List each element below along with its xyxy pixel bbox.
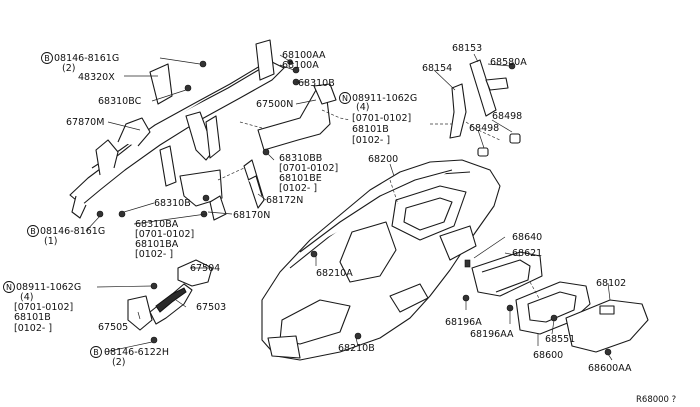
label-67505: 67505 (98, 322, 128, 333)
callout-n-right: N (339, 92, 351, 104)
bracket-68153 (469, 59, 509, 117)
callout-n-letter: N (342, 94, 348, 103)
bracket-67504 (177, 259, 213, 287)
bracket-67505 (127, 295, 153, 331)
callout-b-top: B (41, 52, 53, 64)
part-labels: 08146-8161G (2) 48320X 68310BC 67870M 68… (14, 43, 676, 405)
label-68172N: 68172N (266, 195, 303, 206)
label-date-open-right: [0102- ] (352, 135, 390, 146)
fasteners (96, 59, 612, 356)
label-08911-1062G-left: 08911-1062G (16, 282, 81, 293)
label-date-open-left: [0102- ] (135, 249, 173, 260)
bracket-68154 (449, 83, 467, 139)
label-68196A: 68196A (445, 317, 482, 328)
label-68310BB: 68310BB (279, 153, 322, 164)
label-68196AA: 68196AA (470, 329, 514, 340)
label-date-open-mid: [0102- ] (279, 183, 317, 194)
label-68580A: 68580A (490, 57, 527, 68)
callout-n-left: N (3, 281, 15, 293)
label-qty-1-left: (1) (44, 236, 57, 247)
label-67504: 67504 (190, 263, 220, 274)
label-68210B: 68210B (338, 343, 375, 354)
label-48320X: 48320X (78, 72, 115, 83)
cross-member-67870M (69, 39, 285, 221)
label-qty-2-top: (2) (62, 63, 75, 74)
label-date-range-left: [0701-0102] (135, 229, 194, 240)
label-08146-8161G-left: 08146-8161G (40, 226, 105, 237)
label-68600AA: 68600AA (588, 363, 632, 374)
label-68310BC: 68310BC (98, 96, 142, 107)
label-08146-6122H: 08146-6122H (104, 347, 169, 358)
label-reference-code: R68000 ? (636, 395, 676, 405)
label-date-range-right: [0701-0102] (352, 113, 411, 124)
label-date-range-bl: [0701-0102] (14, 302, 73, 313)
label-68100A: 68100A (282, 60, 319, 71)
label-date-range-mid: [0701-0102] (279, 163, 338, 174)
bracket-67503 (149, 283, 193, 325)
label-68154: 68154 (422, 63, 452, 74)
dashed-lines (217, 109, 541, 301)
label-68551: 68551 (545, 334, 575, 345)
callout-b-bottom: B (90, 346, 102, 358)
label-68310B-top: 68310B (298, 78, 335, 89)
bracket-68172N (243, 159, 265, 209)
label-68600: 68600 (533, 350, 563, 361)
label-68170N: 68170N (233, 210, 270, 221)
label-68101BE: 68101BE (279, 173, 322, 184)
label-67500N: 67500N (256, 99, 293, 110)
label-08911-1062G-right: 08911-1062G (352, 93, 417, 104)
callout-b-letter: B (44, 54, 50, 63)
label-68101BA: 68101BA (135, 239, 179, 250)
label-68498-a: 68498 (492, 111, 522, 122)
label-68640: 68640 (512, 232, 542, 243)
label-68210A: 68210A (316, 268, 353, 279)
label-68102: 68102 (596, 278, 626, 289)
instrument-panel-68200 (261, 159, 501, 361)
leader-lines (85, 53, 613, 361)
label-qty-4-right: (4) (356, 102, 369, 113)
label-67503: 67503 (196, 302, 226, 313)
label-68101B-right: 68101B (352, 124, 389, 135)
label-68310BA: 68310BA (135, 219, 179, 230)
label-68200: 68200 (368, 154, 398, 165)
label-67870M: 67870M (66, 117, 104, 128)
glove-box-68640 (471, 251, 543, 297)
label-qty-2-bottom: (2) (112, 357, 125, 368)
callout-n-letter: N (6, 283, 12, 292)
label-68310B-left: 68310B (154, 198, 191, 209)
label-08146-8161G-top: 08146-8161G (54, 53, 119, 64)
lower-cover-68102 (565, 299, 649, 353)
callout-b-letter: B (93, 348, 99, 357)
callout-b-letter: B (30, 227, 36, 236)
label-68101B-bl: 68101B (14, 312, 51, 323)
callout-b-left: B (27, 225, 39, 237)
clip-68498 (477, 133, 521, 157)
label-qty-4-left: (4) (20, 292, 33, 303)
label-68498-b: 68498 (469, 123, 499, 134)
label-68153: 68153 (452, 43, 482, 54)
label-date-open-bl: [0102- ] (14, 323, 52, 334)
bracket-67500N (257, 83, 337, 151)
label-68621: 68621 (512, 248, 542, 259)
label-68100AA: 68100AA (282, 50, 326, 61)
